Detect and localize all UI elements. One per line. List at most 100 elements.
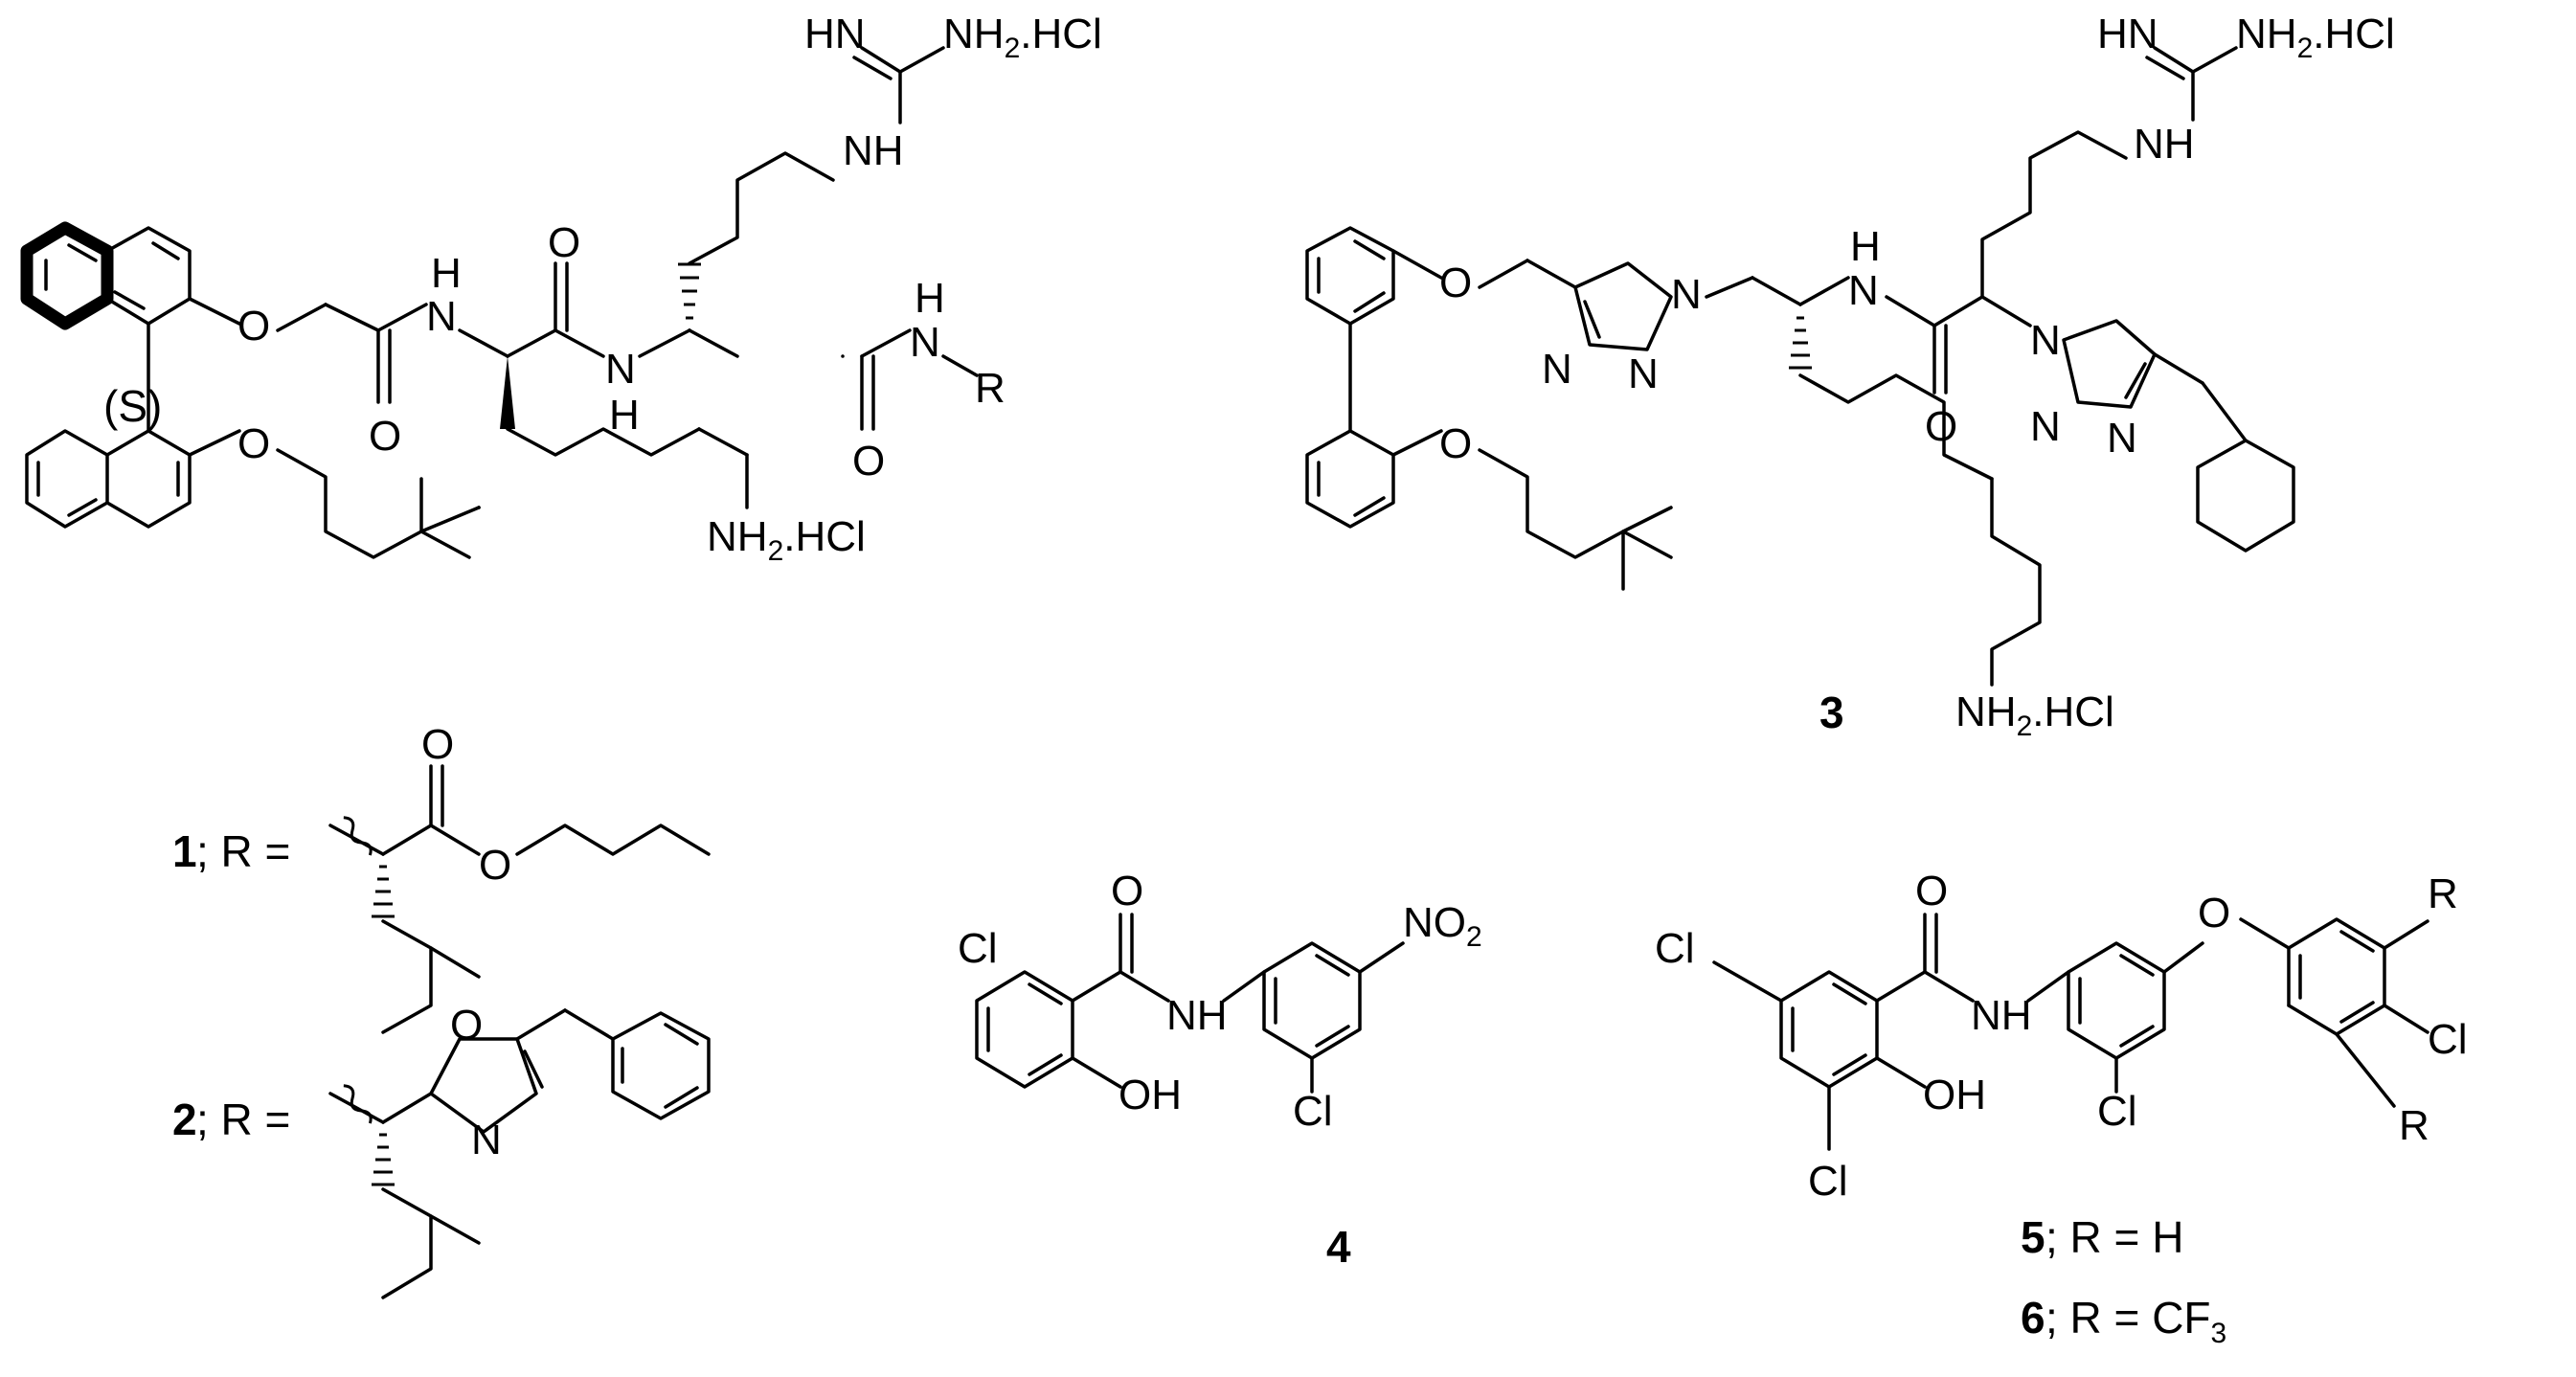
compound-6-caption: 6 ; R = CF3 — [2021, 1293, 2226, 1349]
compound-5-caption: 5 ; R = H — [2021, 1212, 2183, 1262]
atom-hn: HN — [2097, 11, 2158, 57]
arg-chain-3 — [1980, 130, 2128, 299]
compound-3-number: 3 — [1819, 688, 1844, 737]
atom-o: O — [237, 303, 270, 350]
atom-n: N — [2030, 403, 2061, 450]
atom-r: R — [2428, 870, 2458, 917]
atom-o: O — [1925, 403, 1957, 450]
atom-h: H — [431, 250, 462, 297]
atom-cl: Cl — [1655, 925, 1695, 972]
svg-text:5: 5 — [2021, 1212, 2045, 1262]
cyclohexyl-ring — [2196, 439, 2295, 553]
arg-guanidine-label: NH2.HCl — [943, 11, 1102, 64]
c1-hash — [372, 865, 395, 918]
svg-text:NH2.HCl: NH2.HCl — [707, 513, 866, 567]
atom-r: R — [975, 365, 1006, 412]
svg-text:; R = CF3: ; R = CF3 — [2045, 1293, 2226, 1349]
compound-4: Cl O NH OH NO2 Cl 4 — [958, 868, 1482, 1272]
oxazole-ring — [429, 1037, 538, 1134]
atom-o: O — [2198, 890, 2230, 937]
atom-n: N — [1628, 350, 1659, 397]
atom-o: O — [1439, 420, 1472, 467]
compound-1-label: ; R = — [196, 826, 290, 876]
arg-hash — [678, 262, 701, 320]
c3-amine-label: NH2.HCl — [1955, 688, 2114, 742]
atom-oh: OH — [1923, 1072, 1986, 1118]
atom-o: O — [421, 721, 454, 768]
svg-text:NH2.HCl: NH2.HCl — [943, 11, 1102, 64]
isopentyl-chain — [276, 448, 471, 559]
atom-o: O — [479, 842, 511, 889]
atom-h: H — [915, 275, 945, 322]
atom-h: H — [1850, 223, 1881, 270]
atom-n: N — [910, 319, 940, 366]
leucine-chain-1 — [381, 919, 433, 1034]
svg-text:; R = H: ; R = H — [2045, 1212, 2183, 1262]
atom-n: N — [2107, 415, 2137, 462]
stereo-s-label: (S) — [103, 381, 162, 431]
atom-nh: NH — [2134, 121, 2195, 168]
atom-o: O — [369, 413, 401, 460]
compound-4-number: 4 — [1326, 1222, 1351, 1272]
isopentyl-chain-3 — [1478, 448, 1673, 559]
atom-o: O — [852, 438, 885, 485]
triazole-ring-1 — [1573, 261, 1673, 351]
compound-1: 1 ; R = O O — [172, 721, 711, 1034]
lys-chain-3 — [1798, 373, 1994, 481]
nitro-label: NO2 — [1403, 899, 1482, 953]
lys-chain-3-tail — [1990, 477, 2042, 687]
atom-nh: NH — [1166, 992, 1228, 1039]
upper-naphthyl-ring-b — [105, 226, 192, 326]
benzyl-ring — [611, 1011, 711, 1120]
atom-n: N — [1671, 271, 1702, 318]
atom-o: O — [450, 1002, 483, 1049]
chlorophenyl-ring — [2287, 917, 2386, 1036]
atom-n: N — [471, 1117, 502, 1163]
svg-text:NO2: NO2 — [1403, 899, 1482, 953]
triazole-ring-2 — [2062, 319, 2157, 409]
salicyl-ring-4 — [975, 970, 1074, 1089]
arg-chain — [688, 151, 835, 265]
svg-text:6: 6 — [2021, 1293, 2045, 1343]
atom-cl: Cl — [958, 925, 998, 972]
atom-o: O — [1915, 868, 1948, 914]
svg-text:NH2.HCl: NH2.HCl — [2236, 11, 2395, 64]
compound-2: 2 ; R = O N — [172, 1002, 711, 1299]
lys-chain — [506, 427, 701, 457]
c3-guanidine-label: NH2.HCl — [2236, 11, 2395, 64]
compound-5-6: Cl Cl O NH OH Cl O R Cl R — [1655, 868, 2468, 1349]
atom-n: N — [2030, 317, 2061, 364]
compound-3: O N N N NH2.HCl N H O NH — [1305, 11, 2395, 742]
lys-wedge — [500, 356, 515, 429]
atom-n: N — [426, 293, 457, 340]
binaphthyl-peptide-scaffold: (S) O O N H O N H NH2.HCl — [20, 11, 1102, 567]
atom-n: N — [1542, 346, 1572, 393]
atom-o: O — [237, 420, 270, 467]
upper-naphthyl-ring-a — [20, 221, 114, 330]
atom-h: H — [609, 392, 640, 439]
svg-text:NH2.HCl: NH2.HCl — [1955, 688, 2114, 742]
atom-hn: HN — [804, 11, 866, 57]
atom-o: O — [1439, 260, 1472, 306]
atom-r: R — [2399, 1102, 2429, 1149]
atom-o: O — [1111, 868, 1143, 914]
atom-cl: Cl — [2428, 1016, 2468, 1063]
compound-1-number: 1 — [172, 826, 197, 876]
c3-hash — [1789, 316, 1812, 370]
atom-o: O — [548, 219, 580, 266]
leucine-chain-2 — [381, 1187, 433, 1299]
atom-n: N — [1848, 267, 1879, 314]
anilide-ring-5 — [2067, 941, 2166, 1060]
attachment-point-2 — [343, 1084, 373, 1124]
compound-2-number: 2 — [172, 1095, 197, 1144]
atom-cl: Cl — [1808, 1158, 1848, 1205]
lower-naphthyl-ring-a — [25, 429, 109, 529]
atom-nh: NH — [1971, 992, 2032, 1039]
attachment-point-1 — [343, 816, 373, 856]
compound-2-label: ; R = — [196, 1095, 290, 1144]
anilide-ring-4 — [1262, 941, 1362, 1060]
atom-oh: OH — [1119, 1072, 1182, 1118]
c2-hash — [372, 1133, 395, 1186]
